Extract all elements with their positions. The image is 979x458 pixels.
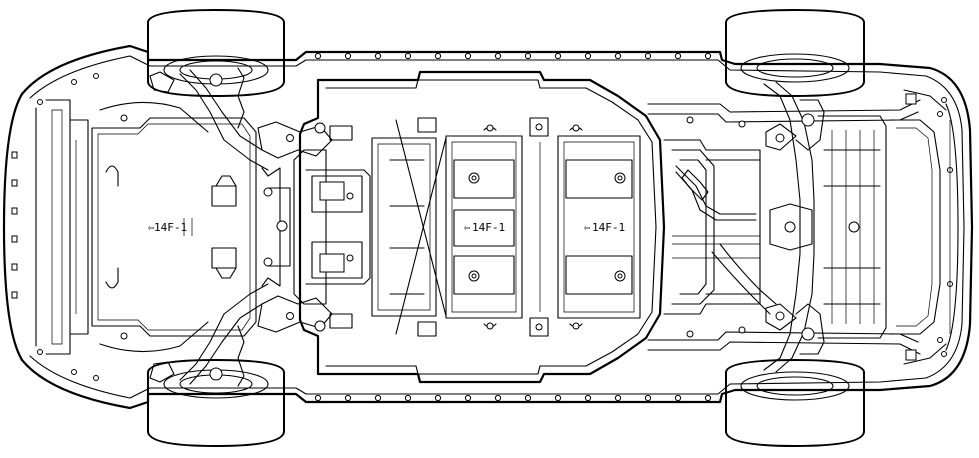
- floor-cover-right: [529, 117, 641, 337]
- rear-floor-arrow: ⇦: [584, 221, 591, 234]
- sill-rivets-top: [314, 52, 712, 60]
- body-outline: [2, 44, 974, 410]
- bumper-clips-front: [11, 79, 77, 375]
- front-suspension: [93, 67, 333, 387]
- front-cover-label: 14F-1: [154, 221, 187, 234]
- rear-floor-panel: [817, 89, 947, 365]
- front-cover-arrow: ⇦: [148, 221, 155, 234]
- rear-suspension: [705, 81, 825, 373]
- floor-cover-center: [371, 117, 447, 337]
- transmission-area: [298, 70, 666, 384]
- rear-left-tire: [725, 8, 865, 98]
- front-under-cover: [91, 117, 257, 337]
- rear-floor-label: 14F-1: [592, 221, 625, 234]
- exhaust-lines: [647, 99, 921, 355]
- floor-cover-left: [445, 124, 523, 330]
- rear-bumper: [945, 103, 959, 351]
- center-cover-label: 14F-1: [472, 221, 505, 234]
- rear-right-tire: [725, 358, 865, 448]
- front-bumper-area: [35, 99, 89, 355]
- center-cover-arrow: ⇦: [464, 221, 471, 234]
- sill-rivets-bottom: [314, 394, 712, 402]
- fuel-tank-area: [663, 116, 777, 338]
